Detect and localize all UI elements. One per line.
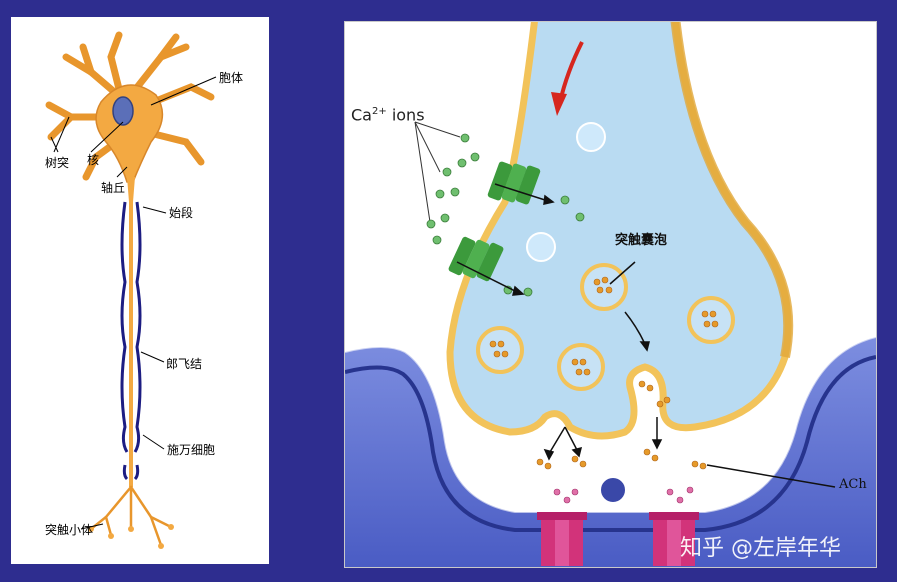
initial-segment-label: 始段 (169, 206, 194, 220)
postsynaptic-cell (345, 337, 876, 567)
nucleus-label: 核 (87, 153, 100, 167)
terminal-boutons (88, 524, 174, 549)
terminal-bouton-label: 突触小体 (45, 523, 94, 537)
ca-label-superscript: 2+ (371, 106, 387, 117)
axon-terminals (89, 485, 173, 547)
synaptic-vesicle-label: 突触囊泡 (615, 233, 668, 248)
ca-label-base: Ca (351, 105, 372, 125)
neuron-illustration (45, 31, 217, 549)
calcium-ions-label: Ca2+ ions (351, 107, 425, 123)
schwann-cell-label: 施万细胞 (167, 443, 216, 457)
ach-receptor-left (537, 512, 587, 566)
watermark-text: 知乎 @左岸年华 (680, 536, 841, 561)
synapse-illustration (345, 22, 876, 567)
calcium-ions (426, 133, 585, 297)
myelin-sheath (120, 201, 142, 481)
ach-in-vesicles (489, 276, 719, 408)
synaptic-vesicles (476, 263, 735, 391)
calcium-channel-upper (487, 161, 541, 205)
neuron-diagram-panel: 胞体 树突 核 轴丘 始段 郎飞结 施万细胞 突触小体 (11, 17, 269, 564)
receptor-site (599, 476, 627, 504)
ach-label: ACh (839, 477, 867, 492)
axon-hillock-label: 轴丘 (101, 181, 126, 195)
cell-body-label: 胞体 (219, 71, 244, 85)
dendrite-label: 树突 (45, 156, 70, 170)
node-of-ranvier-label: 郎飞结 (166, 357, 203, 371)
released-ach (536, 448, 707, 470)
nucleus (112, 96, 134, 126)
ach-receptor-right (649, 512, 699, 566)
synapse-diagram-panel: Ca2+ ions 突触囊泡 ACh (344, 21, 877, 568)
ca-label-suffix: ions (386, 105, 425, 125)
